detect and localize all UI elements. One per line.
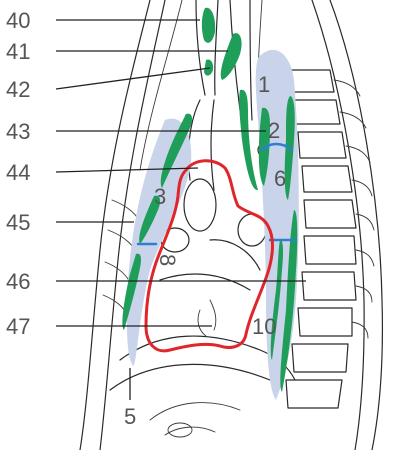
leader-42 (56, 68, 210, 89)
anterior-nodal-region (127, 119, 191, 366)
label-45: 45 (6, 210, 30, 235)
region-label-1: 1 (258, 72, 270, 97)
region-label-6: 6 (274, 166, 286, 191)
label-44: 44 (6, 160, 30, 185)
region-label-5: 5 (124, 404, 136, 429)
region-label-3: 3 (154, 184, 166, 209)
label-46: 46 (6, 269, 30, 294)
left-label-column: 40 41 42 43 44 45 46 47 (6, 8, 30, 339)
label-42: 42 (6, 77, 30, 102)
region-label-2: 2 (268, 118, 280, 143)
region-label-8: 8 (155, 254, 180, 266)
label-40: 40 (6, 8, 30, 33)
region-label-10: 10 (252, 314, 276, 339)
label-41: 41 (6, 39, 30, 64)
label-43: 43 (6, 119, 30, 144)
label-47: 47 (6, 314, 30, 339)
